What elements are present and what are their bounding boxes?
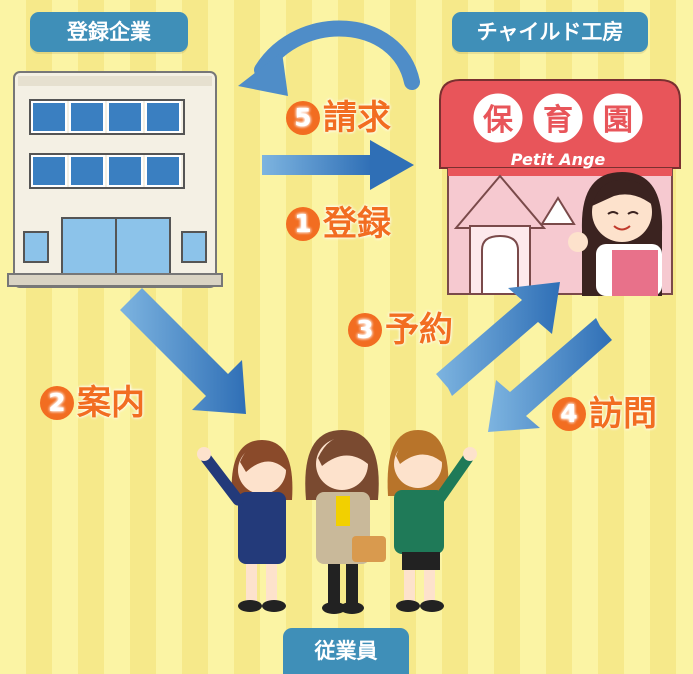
arrow-register: [262, 140, 414, 190]
company-building-icon: [7, 71, 223, 288]
employee-label: 従業員: [283, 628, 409, 674]
step-number: 4: [552, 397, 586, 431]
arrow-reserve: [436, 282, 560, 396]
step-label: 登録: [323, 204, 391, 244]
nursery-sign-char-1: 保: [483, 103, 514, 138]
step-number: 5: [286, 101, 320, 135]
curved-arrow-invoice: [238, 20, 420, 96]
step-label: 訪問: [589, 394, 657, 434]
nursery-label: チャイルド工房: [452, 12, 648, 52]
step-number: 2: [40, 386, 74, 420]
step-number: 3: [348, 313, 382, 347]
nursery-subtitle: Petit Ange: [511, 150, 606, 169]
step-label: 案内: [77, 383, 145, 423]
employees-group-icon: [197, 430, 477, 614]
step-label: 請求: [323, 98, 391, 138]
arrow-guide: [120, 288, 246, 414]
arrow-visit: [488, 318, 612, 432]
company-label: 登録企業: [30, 12, 188, 52]
step-number: 1: [286, 207, 320, 241]
nursery-sign-char-2: 育: [543, 103, 573, 138]
nursery-sign-char-3: 園: [603, 103, 633, 138]
teacher-figure-icon: [568, 172, 663, 296]
step-label: 予約: [385, 310, 453, 350]
